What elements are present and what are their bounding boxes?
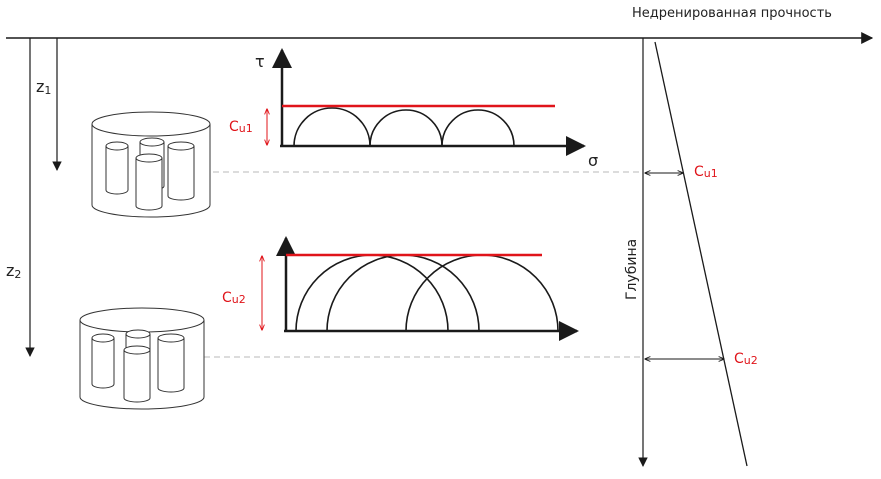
- depth-axis-label: Глубина: [624, 239, 640, 300]
- mohr-top-cu1-label: Cu1: [229, 119, 253, 135]
- soil-sample-bottom-icon: [79, 307, 205, 410]
- sigma-label: σ: [588, 151, 598, 170]
- mohr-circle-top-3: [441, 109, 515, 147]
- mohr-circle-bottom-3: [405, 254, 559, 332]
- z2-label: z2: [6, 261, 21, 281]
- soil-sample-top-icon: [91, 111, 211, 218]
- z1-label: z1: [36, 77, 51, 97]
- mohr-circle-top-2: [369, 109, 443, 147]
- mohr-diagram-top: τ σ Cu1: [229, 48, 598, 170]
- mohr-circle-bottom-2: [326, 254, 480, 332]
- profile-cu2-label: Cu2: [734, 351, 758, 367]
- mohr-circle-top-1: [293, 107, 371, 147]
- mohr-bottom-cu2-label: Cu2: [222, 290, 246, 306]
- tau-label: τ: [255, 52, 265, 71]
- strength-axis-label: Недренированная прочность: [632, 6, 832, 21]
- mohr-diagram-bottom: Cu2: [222, 236, 579, 341]
- mohr-circle-bottom-1: [295, 254, 449, 332]
- profile-cu1-label: Cu1: [694, 164, 718, 180]
- strength-profile-line: [654, 41, 748, 467]
